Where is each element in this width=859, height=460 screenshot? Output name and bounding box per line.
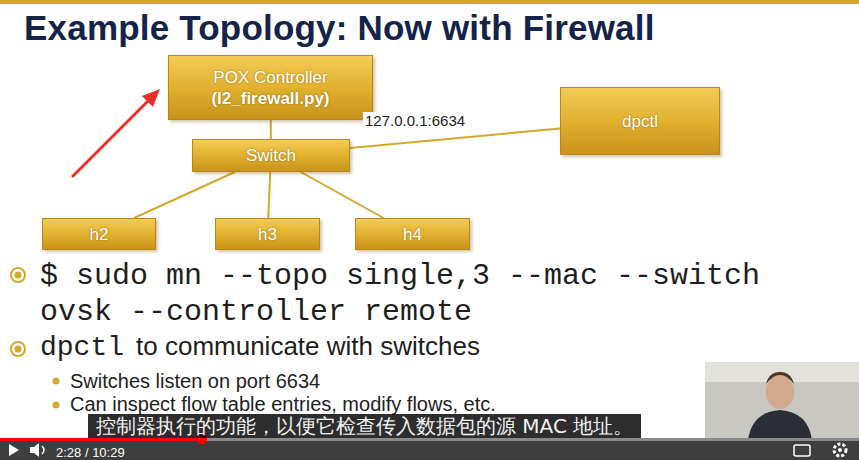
command-line: $ sudo mn --topo single,3 --mac --switch… [40, 258, 815, 330]
webcam-inset [705, 362, 859, 440]
bullet-row: dpctl to communicate with switches [40, 331, 800, 363]
sub-bullet-text: Can inspect flow table entries, modify f… [70, 393, 496, 415]
video-time-wrap: 2:28 / 10:29 [56, 443, 125, 460]
node-label: POX Controller [213, 67, 327, 88]
host-box: h2 [42, 218, 156, 250]
host-box: h3 [215, 218, 320, 250]
video-subtitle: 控制器执行的功能，以便它检查传入数据包的源 MAC 地址。 [88, 414, 641, 438]
connector-line [270, 120, 271, 139]
node-subtext: (l2_firewall.py) [211, 88, 329, 109]
title-wrap: Example Topology: Now with Firewall [24, 8, 844, 48]
bullet-text: to communicate with switches [136, 331, 480, 361]
bullet-symbols [11, 268, 25, 356]
node-label: Switch [246, 145, 296, 166]
node-label: h3 [258, 224, 277, 245]
node-label: h2 [90, 224, 109, 245]
controller-box: POX Controller(l2_firewall.py) [168, 55, 373, 120]
connector-line [301, 172, 384, 218]
host-box: h4 [355, 218, 470, 250]
connector-line [350, 128, 560, 148]
video-subtitle-wrap: 控制器执行的功能，以便它检查传入数据包的源 MAC 地址。 [88, 414, 641, 439]
sub-bullets [53, 378, 60, 409]
sub-bullet-text-wrap: Switches listen on port 6634 [70, 369, 670, 393]
switch-box: Switch [192, 139, 350, 172]
edge-label: 127.0.0.1:6634 [363, 112, 467, 129]
tool-box: dpctl [560, 87, 720, 155]
sub-bullet-text: Switches listen on port 6634 [70, 370, 320, 392]
node-label: dpctl [622, 111, 658, 132]
video-controls [0, 435, 859, 460]
connector-line [268, 172, 270, 218]
slide-title: Example Topology: Now with Firewall [24, 8, 655, 47]
edge-label-wrap: 127.0.0.1:6634 [363, 112, 467, 130]
top-rule [0, 0, 859, 4]
connector-line [134, 172, 235, 218]
tool-name: dpctl [40, 332, 124, 363]
node-label: h4 [403, 224, 422, 245]
sub-bullet-text-wrap: Can inspect flow table entries, modify f… [70, 393, 670, 415]
command-line-wrap: $ sudo mn --topo single,3 --mac --switch… [40, 258, 815, 330]
red-pointer-arrow [72, 89, 160, 177]
video-time: 2:28 / 10:29 [56, 445, 125, 460]
